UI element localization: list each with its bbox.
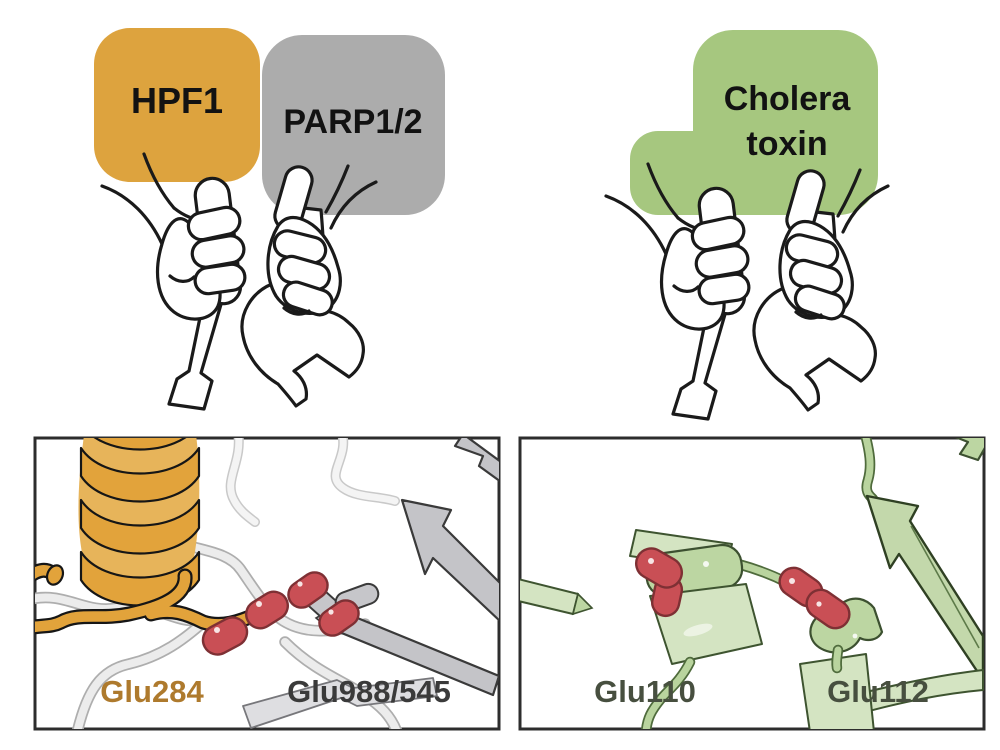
parp-label: PARP1/2 — [283, 103, 422, 141]
cholera-toxin-cartoon: Cholera toxin — [604, 30, 890, 421]
glu988-545-residue — [287, 571, 380, 637]
glu112-residue — [778, 566, 884, 729]
right-panel-structure — [520, 438, 984, 729]
glu284-label: Glu284 — [100, 674, 204, 709]
hpf1-label: HPF1 — [131, 80, 223, 121]
hpf1-block — [94, 28, 260, 182]
left-panel-structure — [35, 438, 499, 729]
hpf1-helix — [78, 438, 201, 607]
hpf1-parp-cartoon: HPF1 PARP1/2 — [94, 28, 445, 411]
glu988-545-label: Glu988/545 — [287, 674, 451, 709]
right-panel-border — [518, 436, 986, 731]
cholera-label-line1: Cholera — [724, 80, 852, 118]
glu284-residue — [201, 590, 289, 656]
glu110-residue — [629, 529, 763, 729]
glu110-label: Glu110 — [594, 674, 696, 709]
cholera-beta-arrow — [520, 494, 984, 715]
cholera-label-line2: toxin — [746, 125, 827, 163]
glu112-label: Glu112 — [827, 674, 929, 709]
cholera-block-extension — [630, 131, 790, 215]
